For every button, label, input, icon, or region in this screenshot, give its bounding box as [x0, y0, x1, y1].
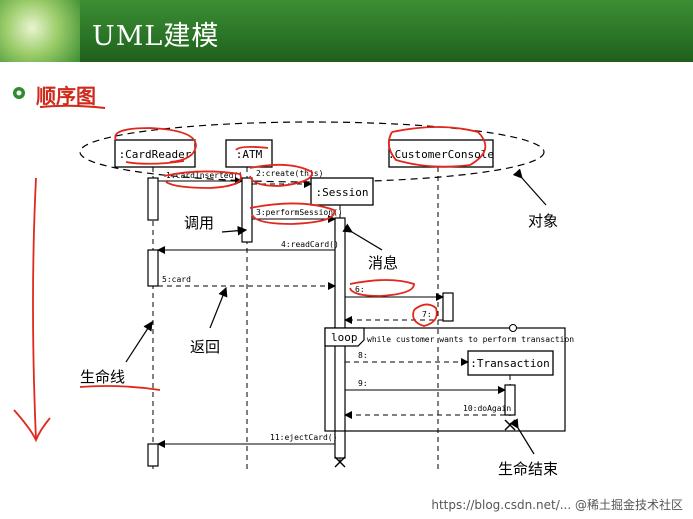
object-session: :Session [310, 177, 374, 206]
transaction-label: :Transaction [470, 357, 549, 370]
msg-11: 11:ejectCard() [270, 433, 337, 442]
red-annotations [13, 126, 487, 443]
msg-9: 9: [358, 379, 368, 388]
annotation-labels: 对象 调用 消息 返回 生命线 生命结束 [80, 212, 558, 478]
annotation-end-of-life: 生命结束 [498, 460, 558, 478]
annotation-call: 调用 [184, 214, 214, 232]
card-reader-label: :CardReader [119, 148, 192, 161]
annotation-message: 消息 [368, 254, 398, 272]
slide-title: UML建模 [92, 21, 220, 52]
red-mark-atm [235, 145, 269, 151]
annotation-return: 返回 [190, 338, 220, 356]
section-underline [39, 104, 106, 109]
msg-7: 7: [422, 310, 432, 319]
watermark: https://blog.csdn.net/... @稀土掘金技术社区 [431, 498, 683, 512]
msg-5: 5:card [162, 275, 191, 284]
red-circle-card-reader [114, 127, 197, 163]
annotation-pointers [125, 168, 547, 455]
red-circle-msg-2 [249, 163, 313, 187]
annotation-lifeline: 生命线 [80, 368, 125, 386]
red-underline-lifeline [79, 385, 161, 391]
red-circle-msg-7 [412, 303, 438, 327]
annotation-object: 对象 [528, 212, 558, 230]
red-circle-customer-console [387, 126, 487, 168]
objects-ellipse [79, 121, 545, 183]
slide-header: UML建模 [0, 0, 693, 62]
loop-frame: loop while customer wants to perform tra… [324, 324, 574, 432]
msg-2: 2:create(this) [256, 169, 323, 178]
message-labels: 1:cardInserted() 2:create(this) 3:perfor… [162, 169, 511, 442]
atm-label: :ATM [236, 148, 263, 161]
msg-6: 6: [355, 285, 365, 294]
red-arrow-time-shaft [32, 177, 37, 441]
red-underline-card-reader [125, 160, 185, 165]
flower-bullet-icon [13, 87, 25, 99]
customer-console-label: :CustomerConsole [388, 148, 494, 161]
loop-condition: while customer wants to perform transact… [367, 335, 574, 344]
section-title: 顺序图 [36, 84, 96, 108]
message-arrows [157, 177, 506, 448]
msg-3: 3:performSession() [256, 208, 343, 217]
red-circle-msg-6 [349, 279, 415, 297]
object-transaction: :Transaction [467, 350, 554, 376]
msg-1: 1:cardInserted() [166, 171, 243, 180]
object-atm: :ATM [225, 139, 273, 168]
red-circle-msg-1 [163, 170, 242, 189]
sprout-logo-icon [0, 0, 80, 62]
msg-10: 10:doAgain [463, 404, 511, 413]
destroy-marks [334, 419, 516, 468]
red-arrow-time-head [13, 409, 51, 443]
session-label: :Session [316, 186, 369, 199]
red-circle-msg-3 [249, 202, 336, 225]
msg-8: 8: [358, 351, 368, 360]
msg-4: 4:readCard() [281, 240, 339, 249]
loop-label: loop [331, 331, 358, 344]
